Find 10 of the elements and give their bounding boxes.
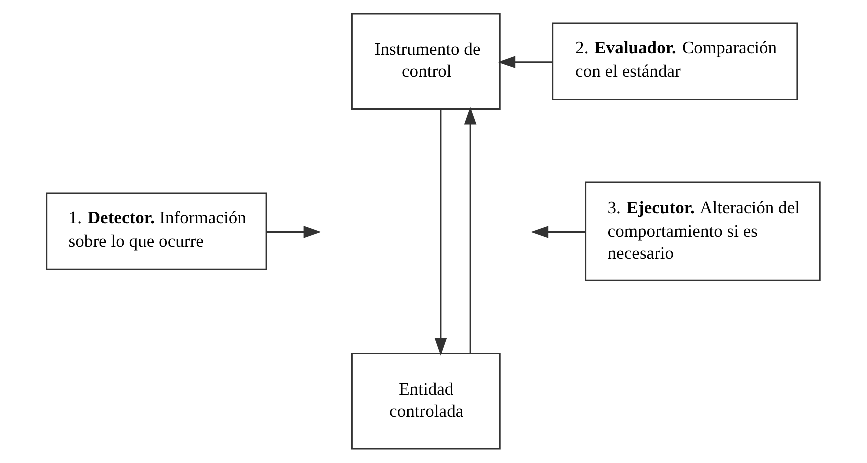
- arrow: [434, 110, 448, 356]
- node-box: 1. Detector. Información sobre lo que ocurre: [46, 192, 268, 270]
- arrow: [464, 107, 477, 354]
- arrow: [530, 226, 586, 238]
- node-box: 2. Evaluador. Comparación con el estándar: [552, 22, 798, 100]
- arrow: [266, 226, 322, 238]
- node-box: 3. Ejecutor. Alteración del comportamiento si es necesario: [585, 182, 821, 282]
- arrow: [498, 56, 552, 68]
- node-box: Instrumento de control: [351, 13, 501, 110]
- node-box: Entidad controlada: [351, 353, 501, 450]
